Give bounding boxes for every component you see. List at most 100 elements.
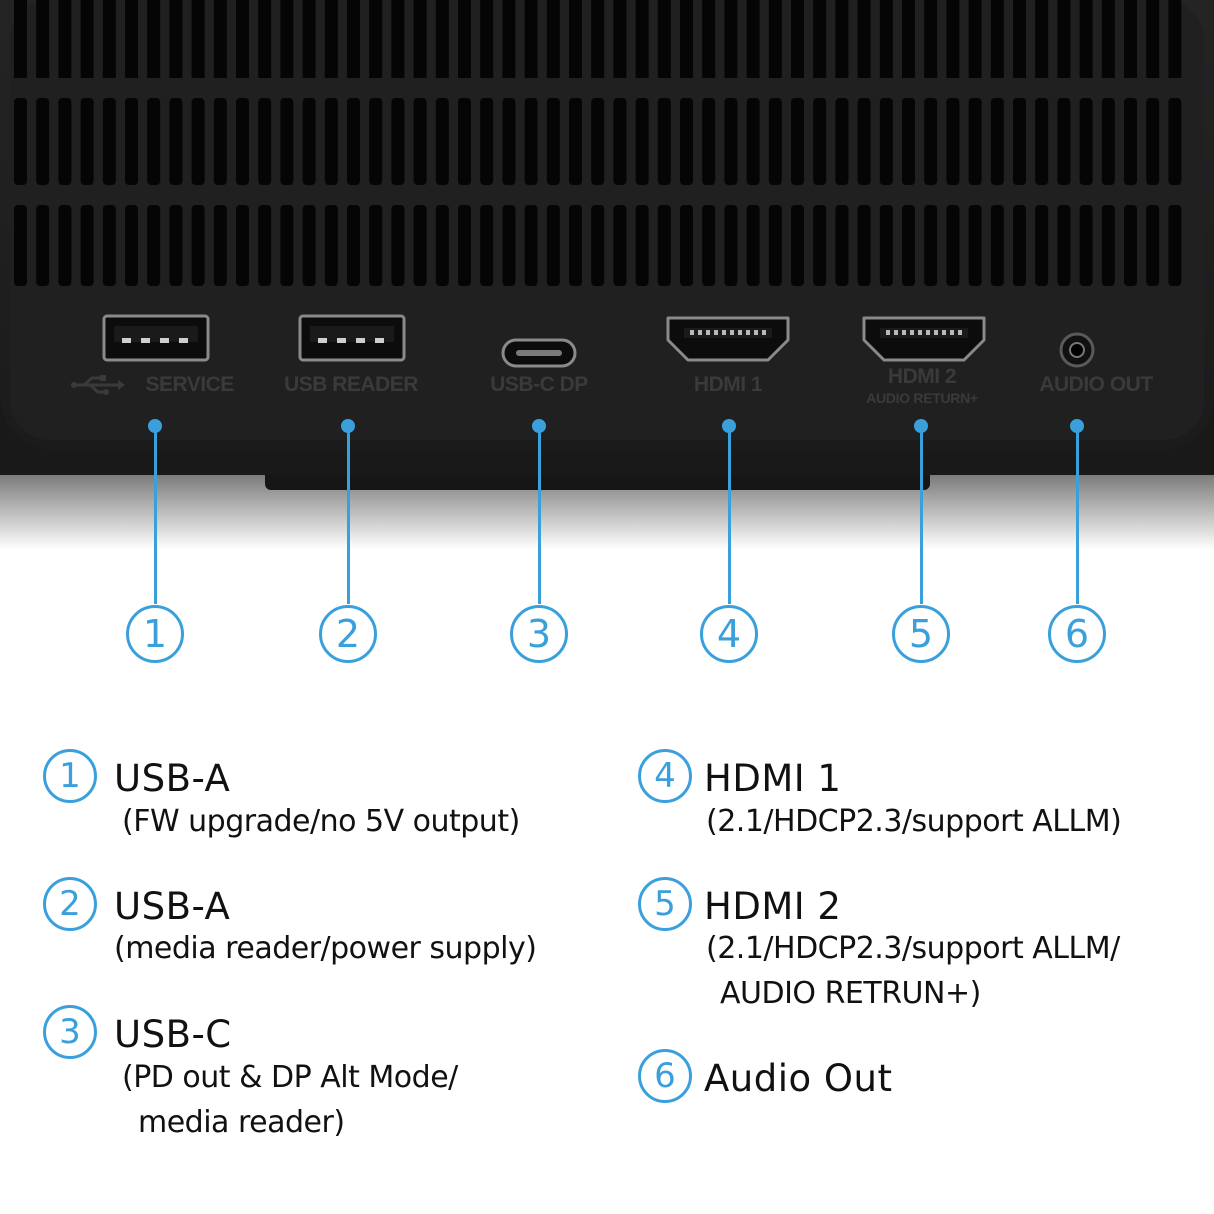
vent-slot	[657, 98, 671, 185]
port-icons	[102, 314, 1095, 368]
legend-title-3: USB-C	[114, 1013, 232, 1056]
vent-slot	[1168, 205, 1182, 286]
vent-slot	[746, 0, 760, 78]
vent-slot	[147, 205, 161, 286]
vent-slot	[724, 98, 738, 185]
vent-slot	[80, 205, 94, 286]
panel-label-usb-reader: USB READER	[284, 373, 418, 396]
vent-slot	[857, 0, 871, 78]
hdmi-2-port	[862, 316, 986, 362]
vent-slot	[1013, 0, 1026, 78]
panel-label-hdmi-1: HDMI 1	[693, 373, 763, 396]
vent-slot	[236, 205, 249, 286]
vent-slot	[236, 98, 249, 185]
hdmi-1-port-contact	[762, 330, 766, 335]
vent-slot	[125, 205, 138, 286]
vent-slot	[791, 0, 804, 78]
callout-line-1	[153, 426, 157, 604]
vent-slot	[635, 205, 649, 286]
vent-slot	[213, 0, 227, 78]
vent-slot	[1168, 0, 1182, 78]
callout-number-3: 3	[510, 605, 568, 663]
legend-detail-1-1: (FW upgrade/no 5V output)	[122, 804, 520, 839]
legend-title-6: Audio Out	[704, 1057, 893, 1100]
vent-slot	[968, 0, 982, 78]
vent-slot	[413, 205, 427, 286]
vent-slot	[502, 0, 516, 78]
vent-slot	[1057, 0, 1071, 78]
panel-label-audio-out: AUDIO OUT	[1039, 373, 1153, 396]
vent-slot	[1013, 98, 1026, 185]
hdmi-2-port-contact	[926, 330, 930, 335]
vent-slot	[835, 205, 849, 286]
vent-slot	[502, 205, 516, 286]
vent-slot	[1146, 0, 1160, 78]
callout-number-5: 5	[892, 605, 950, 663]
vent-slot	[280, 98, 294, 185]
vent-slot	[702, 0, 716, 78]
usb-a-service-port-pin	[122, 338, 131, 343]
hdmi-1-port-contact	[690, 330, 694, 335]
hdmi-1-port-contact	[722, 330, 726, 335]
usb-a-reader-port-pin	[375, 338, 384, 343]
vent-slot	[746, 205, 760, 286]
vent-slot	[680, 0, 693, 78]
vent-slot	[413, 0, 427, 78]
vent-slot	[946, 205, 960, 286]
vent-slot	[1168, 98, 1182, 185]
hdmi-2-port-contact	[886, 330, 890, 335]
legend-detail-3-2: media reader)	[138, 1105, 345, 1140]
vent-slot	[1124, 0, 1137, 78]
usb-a-service-port-tongue	[114, 326, 198, 342]
vent-slot	[680, 205, 693, 286]
vent-slot	[768, 205, 782, 286]
vent-slot	[924, 98, 938, 185]
vent-slot	[502, 98, 516, 185]
vent-slot	[702, 205, 716, 286]
vent-slot	[169, 0, 183, 78]
vent-slot	[657, 0, 671, 78]
vent-slot	[1035, 205, 1049, 286]
vent-slot	[724, 205, 738, 286]
vent-slot	[369, 0, 383, 78]
hdmi-2-port-contact	[894, 330, 898, 335]
vent-slot	[169, 98, 183, 185]
vent-slot	[813, 98, 827, 185]
vent-slot	[169, 205, 183, 286]
vent-slot	[480, 98, 494, 185]
vent-slot	[1057, 98, 1071, 185]
vent-slot	[524, 205, 538, 286]
vent-slot	[413, 98, 427, 185]
vent-slot	[546, 205, 560, 286]
usb-a-reader-port-pin	[318, 338, 327, 343]
callout-dot-3	[532, 419, 546, 433]
vent-slot	[80, 0, 94, 78]
vent-slot	[835, 0, 849, 78]
panel-label-usb-c-dp: USB-C DP	[490, 373, 588, 396]
vent-slot	[14, 205, 27, 286]
vent-slot	[347, 205, 360, 286]
vent-slot	[102, 98, 116, 185]
vent-slot	[1146, 205, 1160, 286]
vent-slot	[990, 205, 1004, 286]
vent-slot	[1101, 0, 1115, 78]
legend-number-3: 3	[43, 1005, 97, 1059]
hdmi-2-port-contact	[934, 330, 938, 335]
vent-slot	[524, 98, 538, 185]
legend-detail-2-1: (media reader/power supply)	[114, 931, 537, 966]
legend-detail-4-1: (2.1/HDCP2.3/support ALLM)	[706, 804, 1122, 839]
vent-slot	[635, 98, 649, 185]
vent-slot	[613, 205, 627, 286]
vent-slot	[946, 98, 960, 185]
vent-slot	[569, 0, 582, 78]
vent-slot	[791, 205, 804, 286]
vent-slot	[591, 0, 605, 78]
hdmi-1-port-contact	[730, 330, 734, 335]
hdmi-2-port-contact	[942, 330, 946, 335]
audio-out-jack-hole	[1069, 342, 1085, 358]
vent-slot	[236, 0, 249, 78]
callout-line-4	[727, 426, 731, 604]
vent-slot	[657, 205, 671, 286]
vent-slot	[58, 0, 72, 78]
vent-slot	[391, 98, 405, 185]
